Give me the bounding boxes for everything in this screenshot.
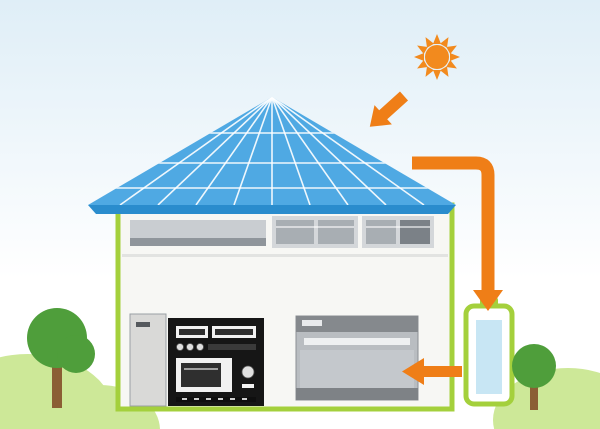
control-knob (186, 343, 194, 351)
window-pane-dark (400, 220, 430, 244)
base-tick (206, 398, 211, 400)
dishwasher-kickplate (296, 388, 418, 400)
cabinet-slot (136, 322, 150, 327)
sunlight-arrow (369, 91, 409, 127)
grid-line (271, 97, 425, 205)
base-tick (182, 398, 187, 400)
roof-fascia (88, 205, 456, 214)
window-glare (366, 226, 430, 228)
display-screen (179, 329, 205, 335)
range-hood-vent (130, 220, 266, 238)
sun-core (425, 45, 449, 69)
arrow-head-down (473, 290, 503, 311)
microwave-glare (184, 368, 218, 370)
sun-ray (440, 66, 449, 77)
house (115, 202, 455, 412)
roof-to-battery-arrow (412, 156, 503, 311)
floor-slab-line (122, 254, 448, 257)
battery-to-home-arrow (402, 358, 462, 385)
window-left (272, 216, 358, 248)
base-tick (230, 398, 235, 400)
window-glare (276, 226, 354, 228)
dishwasher-display (302, 320, 322, 326)
sun-icon (414, 34, 460, 80)
base-tick (242, 398, 247, 400)
sun-ray (440, 37, 449, 48)
grid-line (157, 97, 273, 205)
arrow-pipe (412, 156, 495, 292)
sun-ray (417, 60, 428, 69)
right-bush (493, 368, 600, 429)
sun-ray (446, 45, 457, 54)
window-pane (318, 220, 354, 244)
grid-line (195, 97, 273, 205)
dishwasher-front-panel (300, 350, 414, 388)
grid-line (271, 97, 387, 205)
first-floor-kitchen (129, 313, 419, 407)
base-tick (194, 398, 199, 400)
arrow-shape (369, 91, 409, 127)
second-floor (122, 216, 448, 257)
control-strip (208, 344, 256, 350)
arrow-shape-left (402, 358, 462, 385)
cabinet-body (129, 313, 167, 407)
grid-line (119, 97, 273, 205)
window-pane (276, 220, 314, 244)
tree-trunk (52, 360, 62, 408)
tree-foliage (57, 335, 95, 373)
display-screen (215, 329, 253, 335)
dishwasher-control-strip (296, 316, 418, 332)
right-tree (512, 344, 556, 410)
left-tree (27, 308, 95, 408)
microwave-dial (241, 365, 255, 379)
base-tick (218, 398, 223, 400)
sun-ray (414, 53, 424, 61)
storage-battery (463, 297, 515, 407)
grid-line (271, 97, 349, 205)
sun-ray (446, 60, 457, 69)
battery-cell (476, 320, 502, 394)
sun-ray (433, 34, 441, 44)
kitchen-cabinet (129, 313, 167, 407)
control-knob (196, 343, 204, 351)
control-knob (176, 343, 184, 351)
tree-foliage (512, 344, 556, 388)
grid-line (271, 97, 311, 205)
kitchen-appliance-stack (168, 318, 264, 406)
sun-ray (425, 66, 434, 77)
sun-ray (433, 70, 441, 80)
grid-line (233, 97, 273, 205)
sun-ray (425, 37, 434, 48)
window-pane (366, 220, 396, 244)
dishwasher (295, 315, 419, 401)
sun-ray (450, 53, 460, 61)
sun-rays (414, 34, 460, 80)
dishwasher-handle (304, 338, 410, 345)
microwave-button (242, 384, 254, 388)
sun-ray (417, 45, 428, 54)
appliance-base (176, 397, 256, 402)
microwave-window (181, 363, 221, 387)
tree-trunk (530, 380, 538, 410)
window-right (362, 216, 434, 248)
solar-panel-roof (88, 97, 456, 214)
range-hood-vent-underside (130, 238, 266, 246)
